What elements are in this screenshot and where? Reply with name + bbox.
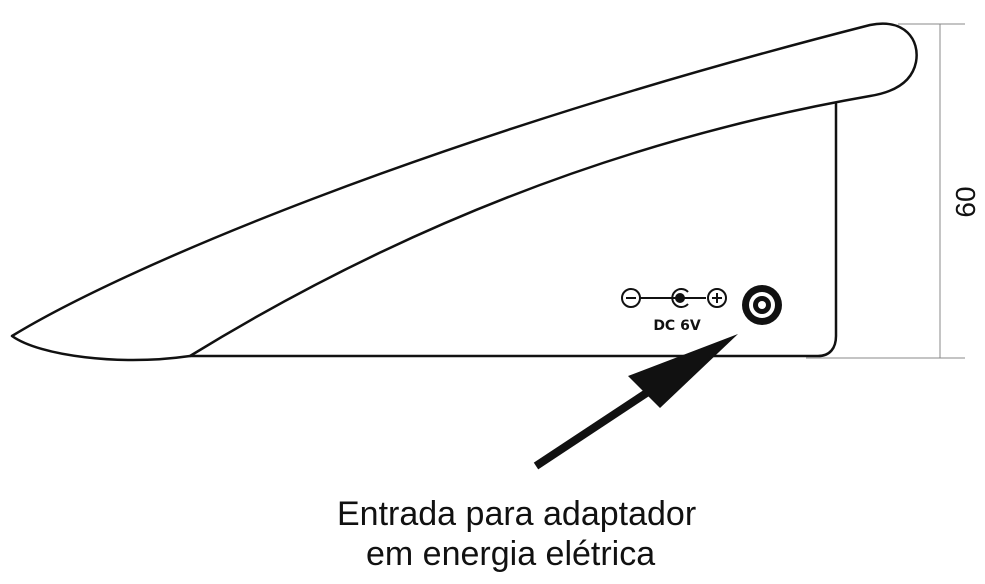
- caption-line-1: Entrada para adaptador: [337, 495, 697, 533]
- caption-line-2: em energia elétrica: [366, 535, 656, 573]
- device-base: [188, 102, 838, 358]
- dc-voltage-label: DC 6V: [653, 318, 701, 334]
- dimension-value: 60: [950, 186, 981, 217]
- pointer-arrow: [533, 334, 738, 470]
- polarity-symbol: [621, 288, 727, 308]
- height-dimension: [806, 23, 965, 359]
- center-pin-dot: [675, 293, 685, 303]
- dc-power-jack: [742, 285, 782, 325]
- arrow-shaft: [533, 388, 651, 470]
- device-body: [10, 22, 918, 362]
- jack-center-pin: [758, 301, 766, 309]
- center-pin-c-shape: [671, 288, 689, 308]
- arrow-head: [628, 334, 738, 408]
